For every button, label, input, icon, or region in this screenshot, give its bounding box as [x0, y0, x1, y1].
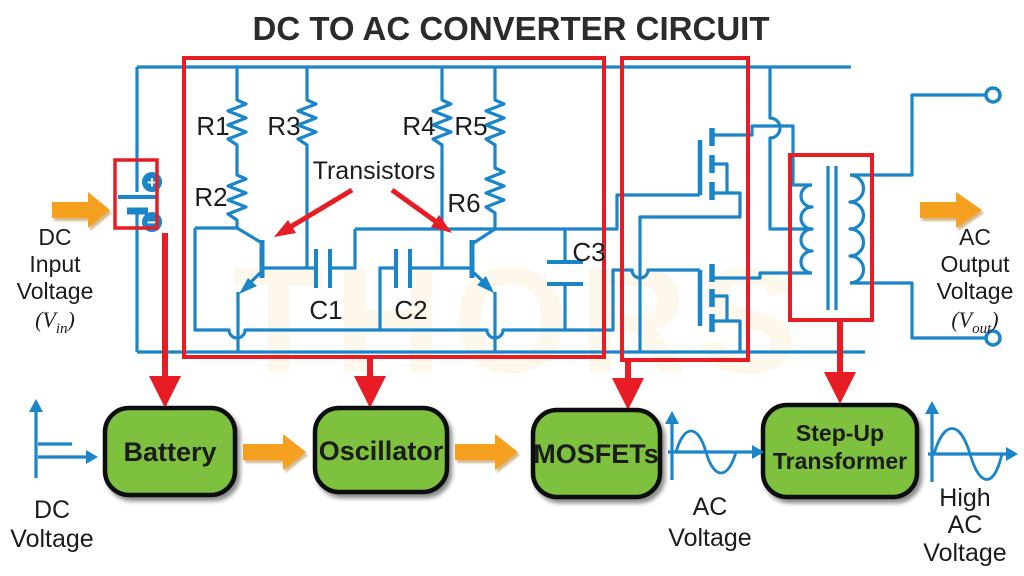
q2-collector-to-gate-wire: [355, 193, 700, 231]
mosfets-pointer-arrow: [612, 360, 644, 410]
output-lead-top: [850, 93, 986, 177]
svg-text:Voltage: Voltage: [923, 539, 1006, 567]
oscillator-highlight-box: [182, 56, 606, 359]
high-ac-voltage-caption: High AC Voltage: [923, 484, 1006, 567]
label-r1: R1: [196, 111, 229, 141]
svg-text:Output: Output: [940, 251, 1010, 277]
block-stepup-label-line2: Transformer: [773, 448, 907, 474]
ac-voltage-caption: AC Voltage: [668, 493, 751, 552]
transistors-pointer-left: [274, 187, 354, 237]
mosfets-highlight-box: [620, 56, 750, 362]
dc-voltage-caption: DC Voltage: [10, 496, 93, 553]
resistor-r1-r2: [226, 67, 248, 228]
transformer-primary-coil: [799, 183, 814, 275]
svg-text:Input: Input: [29, 251, 81, 277]
transformer-pointer-arrow: [824, 320, 856, 404]
label-r2: R2: [194, 182, 227, 212]
svg-text:Voltage: Voltage: [937, 278, 1014, 304]
capacitor-c2: [378, 249, 472, 330]
vin-symbol: (Vin): [35, 307, 75, 337]
label-c1: C1: [309, 295, 342, 325]
block-oscillator: [312, 405, 450, 495]
label-c3: C3: [572, 237, 605, 267]
high-ac-waveform-icon: [925, 401, 1018, 482]
transformer-highlight-box: [788, 153, 874, 322]
block-mosfets-label: MOSFETs: [533, 439, 659, 469]
transistor-q2: [469, 227, 497, 352]
svg-text:AC: AC: [693, 493, 728, 521]
red-overlays: [113, 56, 874, 410]
oscillator-pointer-arrow: [354, 357, 386, 408]
svg-text:Voltage: Voltage: [10, 525, 93, 553]
svg-text:DC: DC: [38, 224, 71, 250]
block-stepup-transformer: [760, 402, 920, 500]
capacitor-c3: [547, 229, 583, 330]
block-stepup-label-line1: Step-Up: [796, 420, 884, 446]
flow-blocks: Battery Oscillator MOSFETs Step-Up Trans…: [102, 402, 920, 500]
label-r5: R5: [454, 111, 487, 141]
label-c2: C2: [394, 295, 427, 325]
svg-text:AC: AC: [948, 511, 983, 539]
page-title: DC TO AC CONVERTER CIRCUIT: [252, 10, 769, 47]
svg-text:Voltage: Voltage: [17, 278, 94, 304]
resistor-r5-r6: [484, 67, 506, 229]
block-mosfets: [530, 407, 663, 500]
label-r3: R3: [267, 111, 300, 141]
resistor-r3: [296, 67, 318, 268]
svg-text:AC: AC: [959, 224, 991, 250]
oscillator-to-mosfets-arrow: [455, 434, 518, 470]
resistor-r4: [431, 67, 453, 268]
dc-input-voltage-label: DC Input Voltage (Vin): [17, 224, 94, 337]
battery-highlight-box: [113, 158, 159, 230]
block-battery-label: Battery: [123, 437, 216, 467]
output-terminal-top: [984, 86, 1002, 104]
mosfet-lower: [697, 264, 812, 352]
output-flow-arrow: [920, 192, 982, 228]
battery-to-oscillator-arrow: [243, 434, 306, 470]
block-battery: [102, 405, 238, 498]
dc-waveform-icon: [29, 399, 98, 478]
transformer-secondary-coil: [848, 173, 866, 285]
svg-text:High: High: [939, 484, 990, 512]
svg-text:DC: DC: [34, 496, 70, 524]
battery-plus-sign: +: [147, 173, 157, 192]
block-oscillator-label: Oscillator: [319, 436, 444, 466]
vout-symbol: (Vout): [951, 307, 998, 337]
ac-output-voltage-label: AC Output Voltage (Vout): [937, 224, 1014, 337]
centertap-supply-wire: [768, 67, 812, 231]
output-lead-bottom: [850, 281, 986, 340]
battery-pointer-arrow: [149, 233, 181, 408]
circuit-wiring: + −: [118, 65, 1002, 354]
transistor-q1: [195, 226, 265, 352]
label-transistors: Transistors: [313, 157, 436, 185]
transformer-icon: [799, 166, 866, 310]
output-terminal-bottom: [984, 329, 1002, 347]
watermark-text: THORS: [233, 236, 808, 404]
transistors-pointer-right: [390, 187, 452, 233]
mosfet-upper: [638, 124, 812, 352]
input-flow-arrow: [52, 192, 110, 228]
label-r4: R4: [402, 111, 435, 141]
battery-minus-sign: −: [147, 213, 157, 232]
label-r6: R6: [447, 188, 480, 218]
capacitor-c1: [262, 229, 357, 288]
svg-text:Voltage: Voltage: [668, 524, 751, 552]
ac-waveform-icon: [665, 411, 764, 480]
